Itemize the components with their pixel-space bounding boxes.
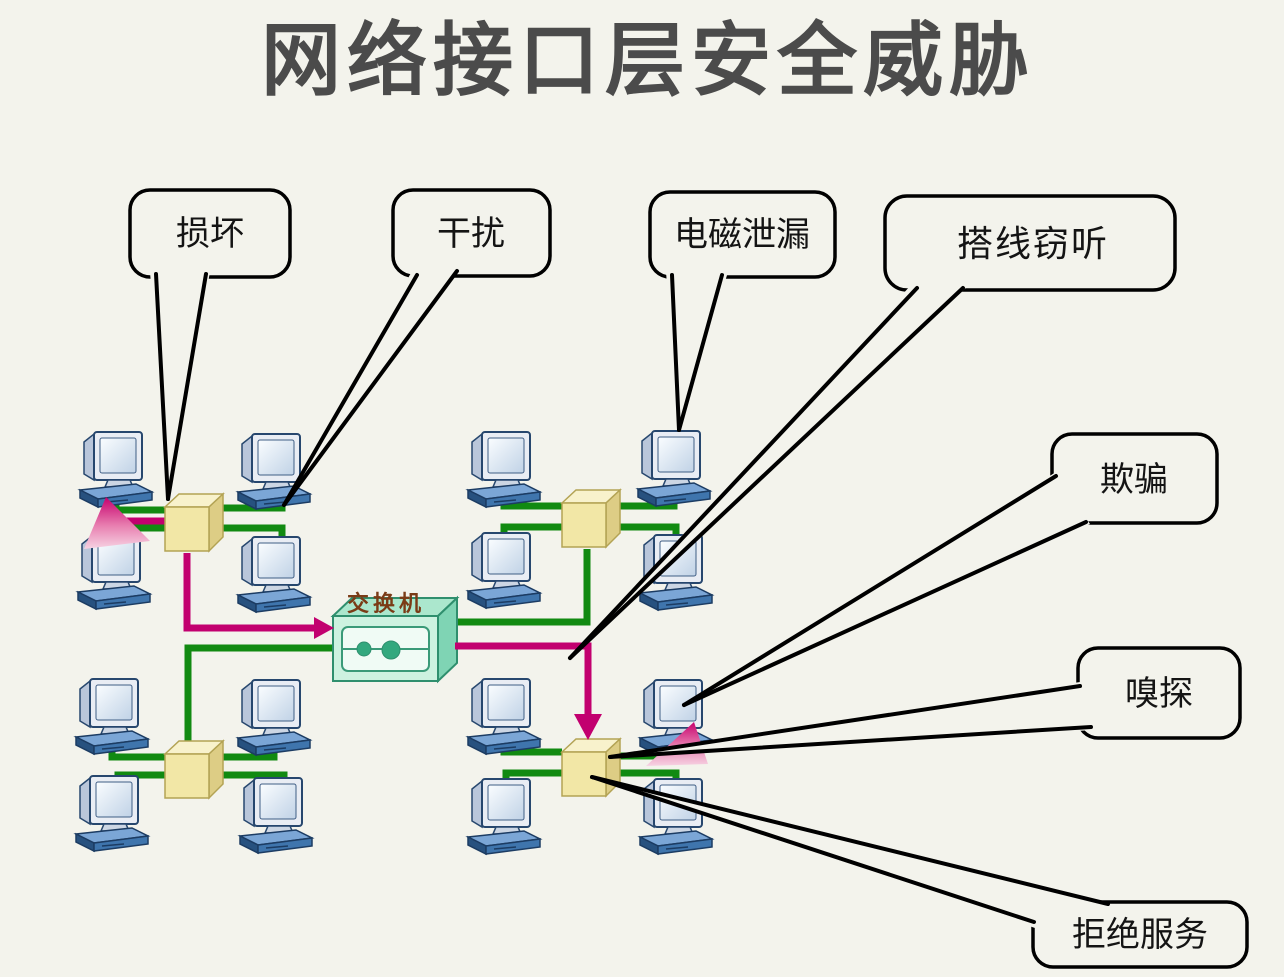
computer-icon — [75, 775, 149, 852]
callout-sniffing: 嗅探 — [608, 646, 1242, 759]
hub-icon — [561, 738, 621, 797]
computer-icon — [467, 678, 541, 755]
callout-sniffing-pointer — [608, 725, 1093, 759]
callout-emi-leak-box — [648, 190, 837, 279]
callout-wiretap-box — [883, 194, 1177, 292]
callout-wiretap-label: 搭线窃听 — [957, 224, 1109, 264]
computer-icon — [237, 433, 311, 510]
callout-interference-box — [391, 188, 552, 278]
callout-interference: 干扰 — [282, 188, 552, 507]
callout-dos-tail — [592, 777, 1114, 928]
attack-path-right — [455, 642, 592, 716]
callout-dos-pointer — [590, 775, 1036, 924]
callout-damage-label: 损坏 — [176, 215, 244, 253]
computer-icon — [237, 536, 311, 613]
callout-sniffing-label: 嗅探 — [1125, 675, 1193, 713]
callout-spoofing: 欺骗 — [682, 432, 1219, 707]
callout-sniffing-pointer — [608, 684, 1082, 759]
attack-arrowhead-right — [314, 617, 334, 639]
switch-icon: 交换机 — [330, 591, 460, 684]
callout-damage: 损坏 — [128, 188, 292, 501]
computer-icon — [637, 430, 711, 507]
callout-spoofing-pointer — [682, 520, 1088, 707]
callout-damage-box — [128, 188, 292, 279]
callout-emi-leak-label: 电磁泄漏 — [674, 216, 810, 254]
callout-emi-leak-pointer — [670, 273, 681, 432]
hub-icon — [164, 740, 224, 799]
attack-path-left — [183, 553, 314, 632]
ethernet-cable-to-switch — [455, 549, 591, 626]
callout-interference-label: 干扰 — [437, 215, 505, 253]
computer-icon — [467, 532, 541, 609]
callout-spoofing-tail — [684, 472, 1090, 705]
callout-spoofing-pointer — [682, 474, 1058, 707]
computer-icon — [467, 431, 541, 508]
callout-dos: 拒绝服务 — [590, 775, 1249, 969]
computer-icon — [75, 678, 149, 755]
callout-damage-pointer — [166, 272, 208, 501]
computer-icon — [79, 431, 153, 508]
callout-dos-label: 拒绝服务 — [1072, 916, 1208, 954]
callout-emi-leak-pointer — [677, 273, 724, 432]
attack-arrow-icon — [84, 497, 150, 549]
callout-interference-pointer — [282, 269, 459, 507]
switch-label: 交换机 — [347, 591, 425, 616]
hub-icon — [164, 493, 224, 552]
computer-icon — [467, 778, 541, 855]
callout-wiretap-pointer — [568, 286, 965, 660]
callout-spoofing-label: 欺骗 — [1100, 461, 1168, 499]
callout-emi-leak: 电磁泄漏 — [648, 190, 837, 432]
callout-dos-box — [1031, 900, 1249, 969]
callout-dos-pointer — [590, 775, 1110, 906]
computer-icon — [237, 679, 311, 756]
ethernet-cable-to-switch — [184, 644, 333, 745]
callout-wiretap: 搭线窃听 — [568, 194, 1177, 660]
hub-icon — [561, 489, 621, 548]
attack-arrowhead-down — [574, 714, 602, 740]
callout-damage-pointer — [154, 272, 170, 501]
callout-interference-pointer — [282, 273, 419, 507]
callout-wiretap-pointer — [568, 286, 919, 660]
page-title: 网络接口层安全威胁 — [261, 16, 1035, 105]
computer-icon — [239, 777, 313, 854]
